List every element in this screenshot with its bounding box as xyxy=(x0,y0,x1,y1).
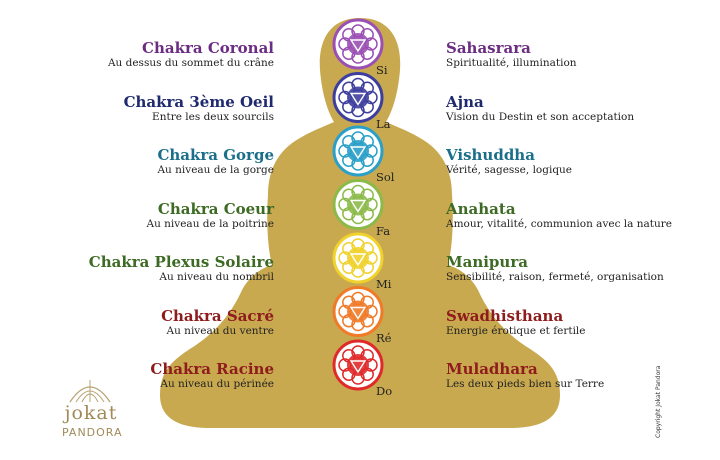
chakra-qualities: Amour, vitalité, communion avec la natur… xyxy=(446,217,672,230)
chakra-symbol xyxy=(332,72,384,123)
chakra-name: Chakra Coeur xyxy=(157,199,274,218)
logo xyxy=(69,380,111,403)
chakra-location: Au dessus du sommet du crâne xyxy=(107,57,274,69)
chakra-location: Au niveau du ventre xyxy=(166,324,275,337)
muladhara-icon xyxy=(338,345,378,385)
chakra-note: Si xyxy=(376,63,388,77)
chakra-symbol xyxy=(332,339,384,391)
chakra-note: Fa xyxy=(376,223,391,238)
chakra-sanskrit-name: Swadhisthana xyxy=(446,306,564,325)
chakra-name: Chakra Sacré xyxy=(161,306,274,325)
chakra-sanskrit-name: Vishuddha xyxy=(446,146,535,164)
chakra-name: Chakra Racine xyxy=(150,360,274,378)
chakra-name: Chakra Coronal xyxy=(142,39,274,57)
chakra-note: La xyxy=(376,116,391,131)
chakra-note: Do xyxy=(376,384,393,398)
logo-name: jokat xyxy=(64,402,118,424)
swadhisthana-icon xyxy=(338,291,378,332)
chakra-symbol xyxy=(332,232,384,284)
chakra-symbol xyxy=(332,179,384,230)
chakra-location: Au niveau de la gorge xyxy=(157,164,274,176)
chakra-name: Chakra Plexus Solaire xyxy=(88,253,274,271)
chakra-sanskrit-name: Anahata xyxy=(446,199,516,218)
chakra-sanskrit-name: Muladhara xyxy=(446,360,538,378)
chakra-qualities: Vérité, sagesse, logique xyxy=(446,164,573,176)
chakra-symbol xyxy=(332,18,384,70)
chakra-location: Au niveau du périnée xyxy=(160,378,274,390)
chakra-location: Au niveau du nombril xyxy=(159,271,274,283)
chakra-name: Chakra Gorge xyxy=(157,146,274,164)
chakra-sanskrit-name: Sahasrara xyxy=(446,39,531,57)
lotus-icon xyxy=(75,380,105,403)
chakra-location: Au niveau de la poitrine xyxy=(146,217,274,230)
copyright-text: Copyright Jokat Pandora xyxy=(655,365,662,438)
om-icon xyxy=(338,24,378,64)
ajna-icon xyxy=(338,77,378,118)
chakra-qualities: Spiritualité, illumination xyxy=(446,57,577,69)
chakra-qualities: Les deux pieds bien sur Terre xyxy=(446,378,605,390)
chakra-sanskrit-name: Ajna xyxy=(446,92,484,111)
chakra-note: Mi xyxy=(376,277,392,291)
chakra-qualities: Energie érotique et fertile xyxy=(446,324,586,337)
vishuddha-icon xyxy=(338,131,378,171)
anahata-icon xyxy=(338,184,378,225)
chakra-qualities: Vision du Destin et son acceptation xyxy=(446,110,635,123)
chakra-symbol xyxy=(332,125,384,177)
chakra-name: Chakra 3ème Oeil xyxy=(123,92,274,111)
chakra-sanskrit-name: Manipura xyxy=(446,253,528,271)
logo-subtitle: PANDORA xyxy=(62,426,123,439)
chakra-symbol xyxy=(332,286,384,337)
manipura-icon xyxy=(338,238,378,278)
chakra-location: Entre les deux sourcils xyxy=(152,110,274,123)
chakra-note: Ré xyxy=(376,330,392,345)
chakra-note: Sol xyxy=(376,170,395,184)
chakra-qualities: Sensibilité, raison, fermeté, organisati… xyxy=(446,271,664,283)
